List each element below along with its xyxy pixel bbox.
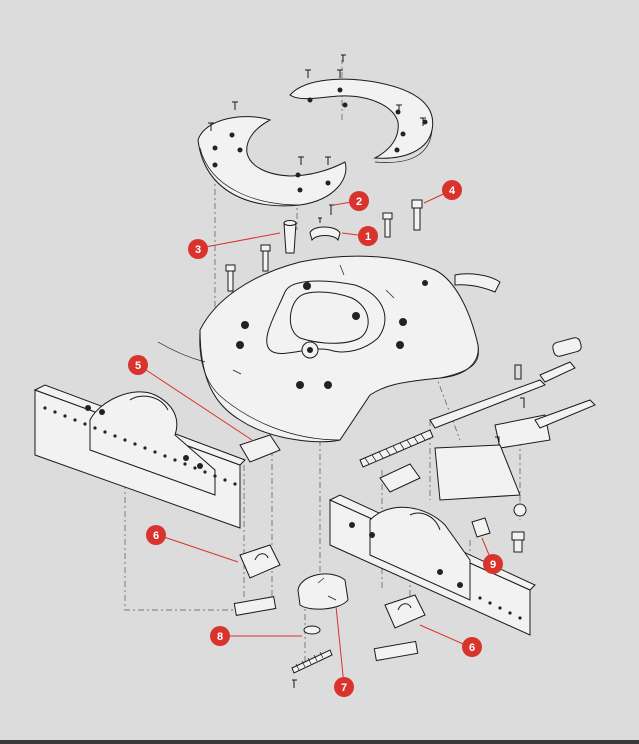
rubber-bushing-left: [233, 544, 281, 616]
callout-c3: 3: [188, 239, 208, 259]
callout-circle: [349, 191, 369, 211]
release-handle-assembly: [429, 337, 596, 449]
pivot-bushing: [239, 434, 281, 463]
callout-circle: [462, 637, 482, 657]
callout-number: 6: [469, 642, 475, 654]
callout-leaders: [139, 189, 493, 686]
callout-number: 1: [365, 231, 371, 243]
callout-number: 4: [449, 185, 456, 197]
pivot-shield: [454, 273, 501, 293]
callout-c7: 7: [334, 677, 354, 697]
callout-number: 3: [195, 244, 201, 256]
callout-number: 8: [217, 631, 223, 643]
callout-c9: 9: [483, 554, 503, 574]
o-ring: [303, 625, 321, 635]
callout-number: 5: [135, 360, 141, 372]
callout-number: 7: [341, 682, 347, 694]
callout-c8: 8: [210, 626, 230, 646]
callout-number: 2: [356, 196, 362, 208]
fifth-wheel-top-plate: [199, 255, 479, 443]
callout-c6a: 6: [146, 525, 166, 545]
callout-number: 9: [490, 559, 496, 571]
bearing-plate-left: [197, 116, 347, 207]
callout-c2: 2: [349, 191, 369, 211]
callout-circle: [358, 226, 378, 246]
rubber-bushing-right: [373, 594, 426, 662]
callout-circle: [146, 525, 166, 545]
lock-spring: [291, 649, 333, 688]
bearing-plate-right: [289, 78, 434, 163]
callout-circle: [128, 355, 148, 375]
release-cable: [157, 341, 206, 363]
callout-c6b: 6: [462, 637, 482, 657]
callout-circle: [188, 239, 208, 259]
lock-jaw: [297, 573, 349, 610]
callout-badges: 1 2 3 4 5 6 6 7 8 9: [128, 180, 503, 697]
callout-circle: [483, 554, 503, 574]
callout-circle: [334, 677, 354, 697]
plate-screws: [208, 54, 426, 165]
callout-circle: [210, 626, 230, 646]
bottom-bar: [0, 740, 639, 744]
kingpin-hardware: [225, 199, 423, 292]
callout-c5: 5: [128, 355, 148, 375]
handle-guide-block: [471, 517, 491, 538]
callout-circle: [442, 180, 462, 200]
yoke-and-spring: [359, 429, 527, 553]
callout-c1: 1: [358, 226, 378, 246]
mounting-bracket-left: [33, 384, 246, 529]
callout-number: 6: [153, 530, 159, 542]
callout-c4: 4: [442, 180, 462, 200]
